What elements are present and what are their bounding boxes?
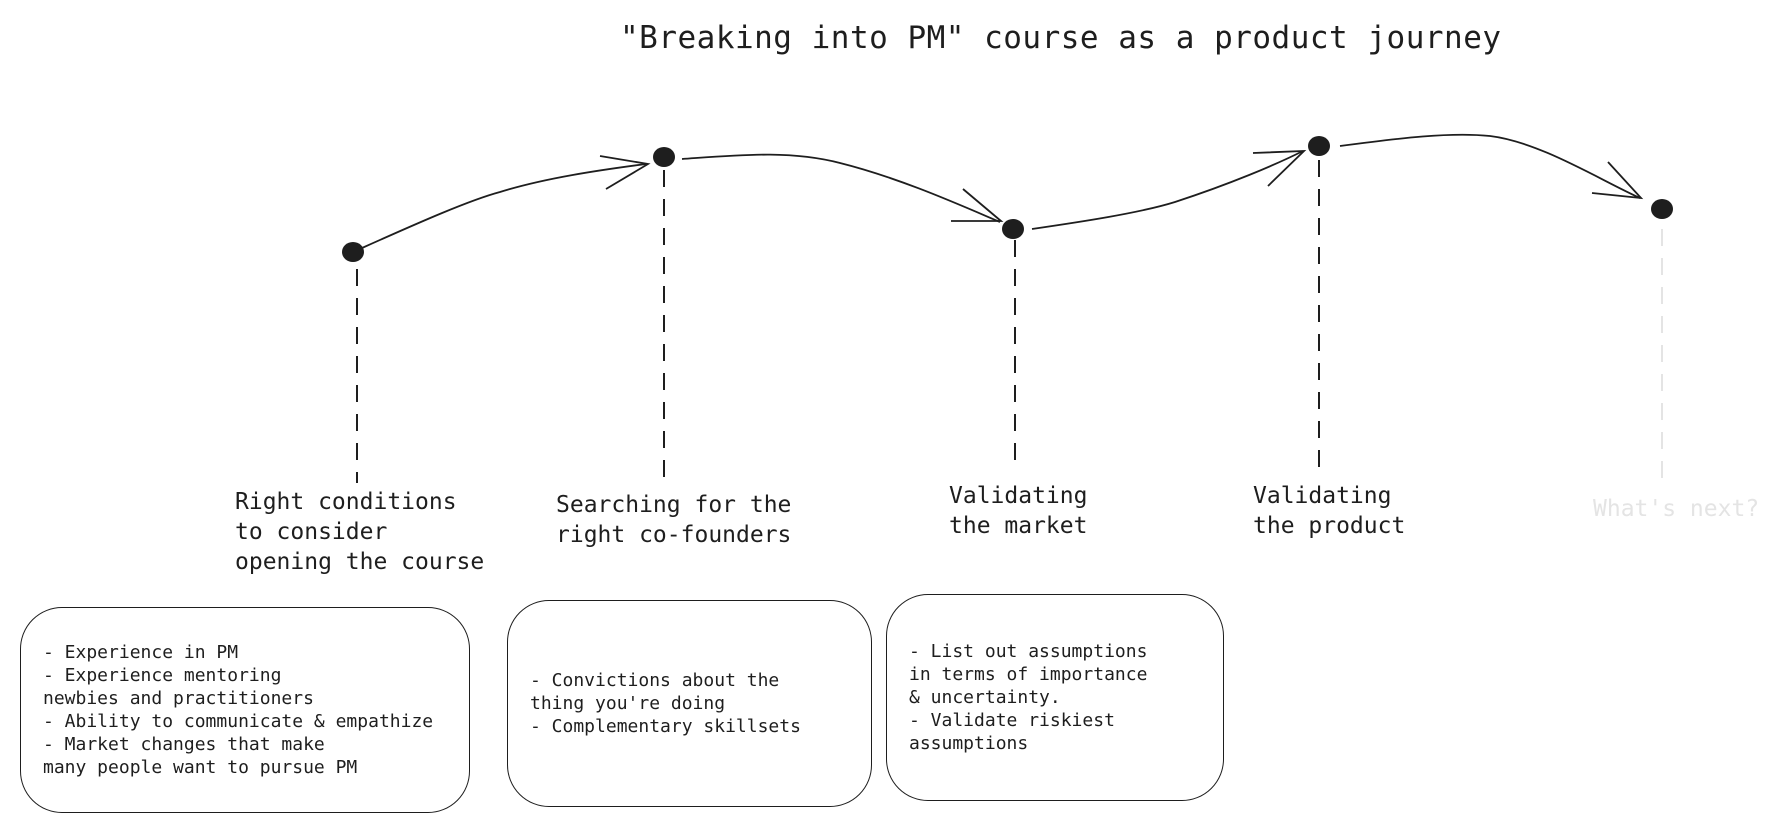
journey-curve-3 <box>1031 150 1304 230</box>
note-card-cofounders: - Convictions about the thing you're doi… <box>507 600 872 807</box>
journey-curve-2 <box>681 153 1001 223</box>
stage-4-node <box>1308 136 1330 156</box>
diagram-title: "Breaking into PM" course as a product j… <box>620 20 1502 56</box>
stage-4-label: Validating the product <box>1253 483 1406 539</box>
arrowhead-1 <box>599 155 651 190</box>
arrowhead-4 <box>1591 161 1644 200</box>
stage-3-node <box>1002 219 1024 239</box>
arrowhead-2 <box>951 188 1004 222</box>
stage-2-node <box>653 147 675 167</box>
note-card-text: - List out assumptions in terms of impor… <box>909 641 1148 754</box>
note-card-conditions: - Experience in PM - Experience mentorin… <box>20 607 470 813</box>
stage-5-node <box>1651 199 1673 219</box>
stage-3-label: Validating the market <box>949 483 1088 539</box>
arrowhead-3 <box>1252 150 1307 187</box>
stage-1-label: Right conditions to consider opening the… <box>235 489 485 575</box>
note-card-market: - List out assumptions in terms of impor… <box>886 594 1224 801</box>
stage-5-label: What's next? <box>1593 496 1760 522</box>
journey-curve-1 <box>361 163 647 249</box>
stage-1-node <box>342 242 364 262</box>
journey-curve-4 <box>1339 133 1641 199</box>
note-card-text: - Convictions about the thing you're doi… <box>530 670 801 737</box>
stage-2-label: Searching for the right co-founders <box>556 492 792 548</box>
note-card-text: - Experience in PM - Experience mentorin… <box>43 642 434 778</box>
